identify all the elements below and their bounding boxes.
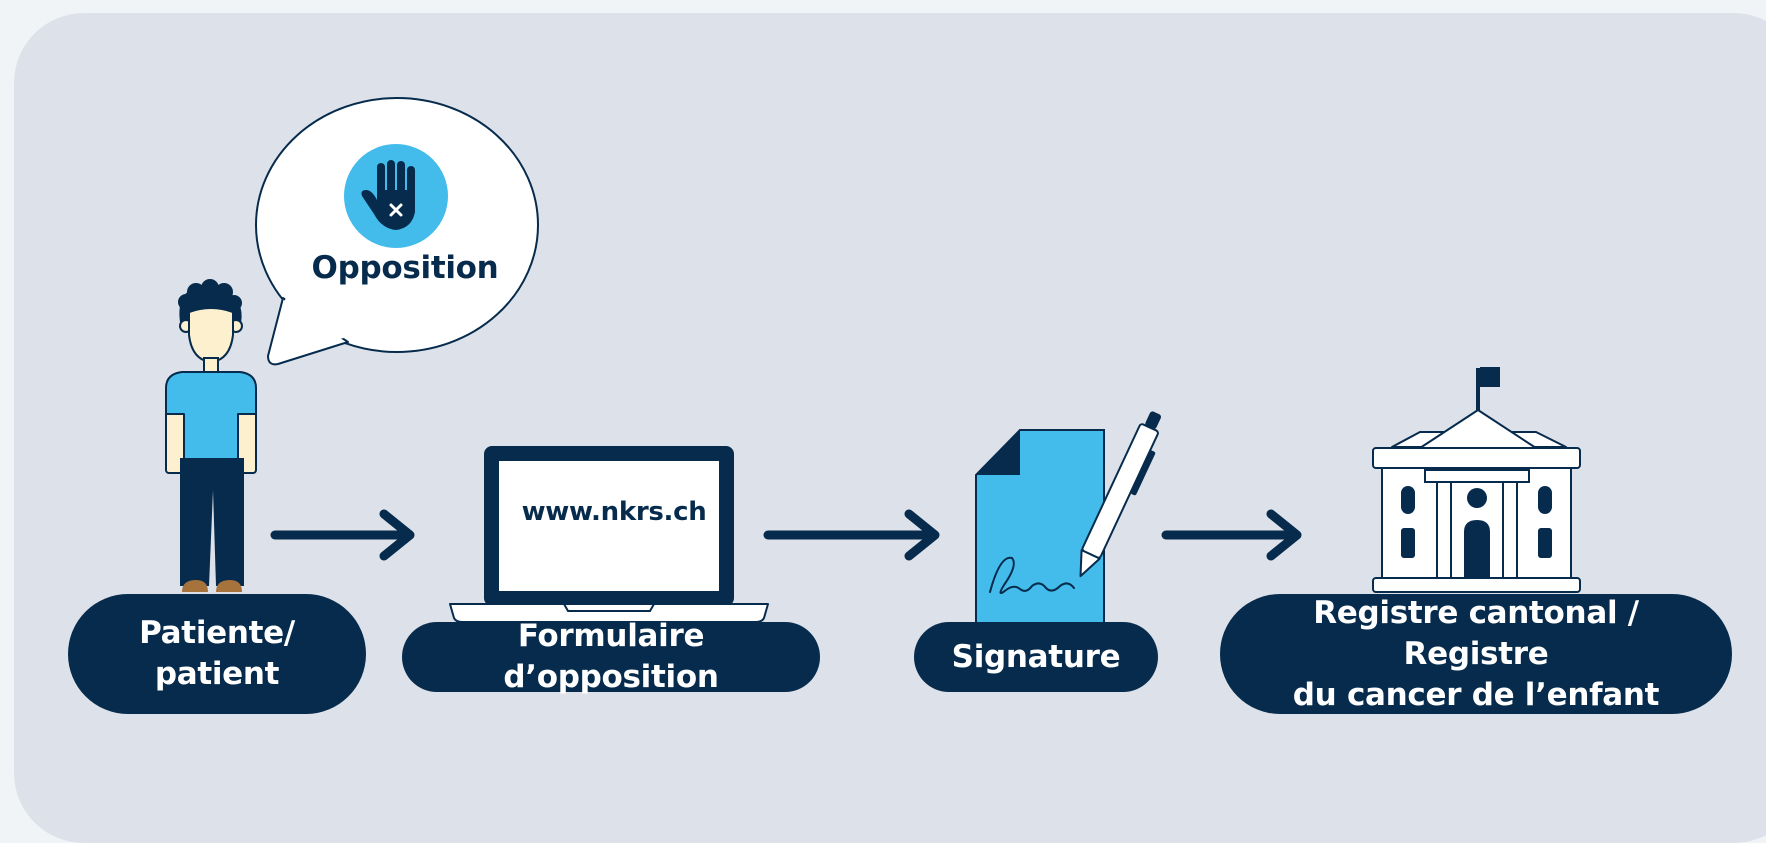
step-label-registry-line1: Registre cantonal / Registre	[1313, 594, 1639, 672]
signed-document-pen-icon	[975, 411, 1162, 627]
step-label-signature-text: Signature	[951, 638, 1121, 675]
step-label-patient: Patiente/ patient	[68, 594, 366, 714]
diagram-artwork	[165, 97, 1581, 627]
url-text: www.nkrs.ch	[521, 497, 707, 527]
step-label-form-text: Formulaire d’opposition	[503, 618, 719, 695]
step-label-registry-line2: du cancer de l’enfant	[1292, 676, 1660, 713]
flow-arrow-3	[1161, 509, 1302, 561]
step-label-patient-line2: patient	[154, 656, 280, 692]
flow-arrow-2	[763, 509, 940, 561]
step-label-form: Formulaire d’opposition	[402, 618, 820, 695]
laptop-icon	[449, 446, 769, 623]
step-label-registry: Registre cantonal / Registre du cancer d…	[1220, 594, 1732, 714]
opposition-label: Opposition	[311, 250, 499, 286]
step-label-signature: Signature	[914, 622, 1158, 692]
stop-hand-icon	[344, 144, 448, 248]
patient-person-icon	[165, 279, 257, 592]
registry-building-icon	[1372, 367, 1581, 593]
flow-arrow-1	[270, 509, 415, 561]
step-label-patient-line1: Patiente/	[139, 615, 295, 651]
